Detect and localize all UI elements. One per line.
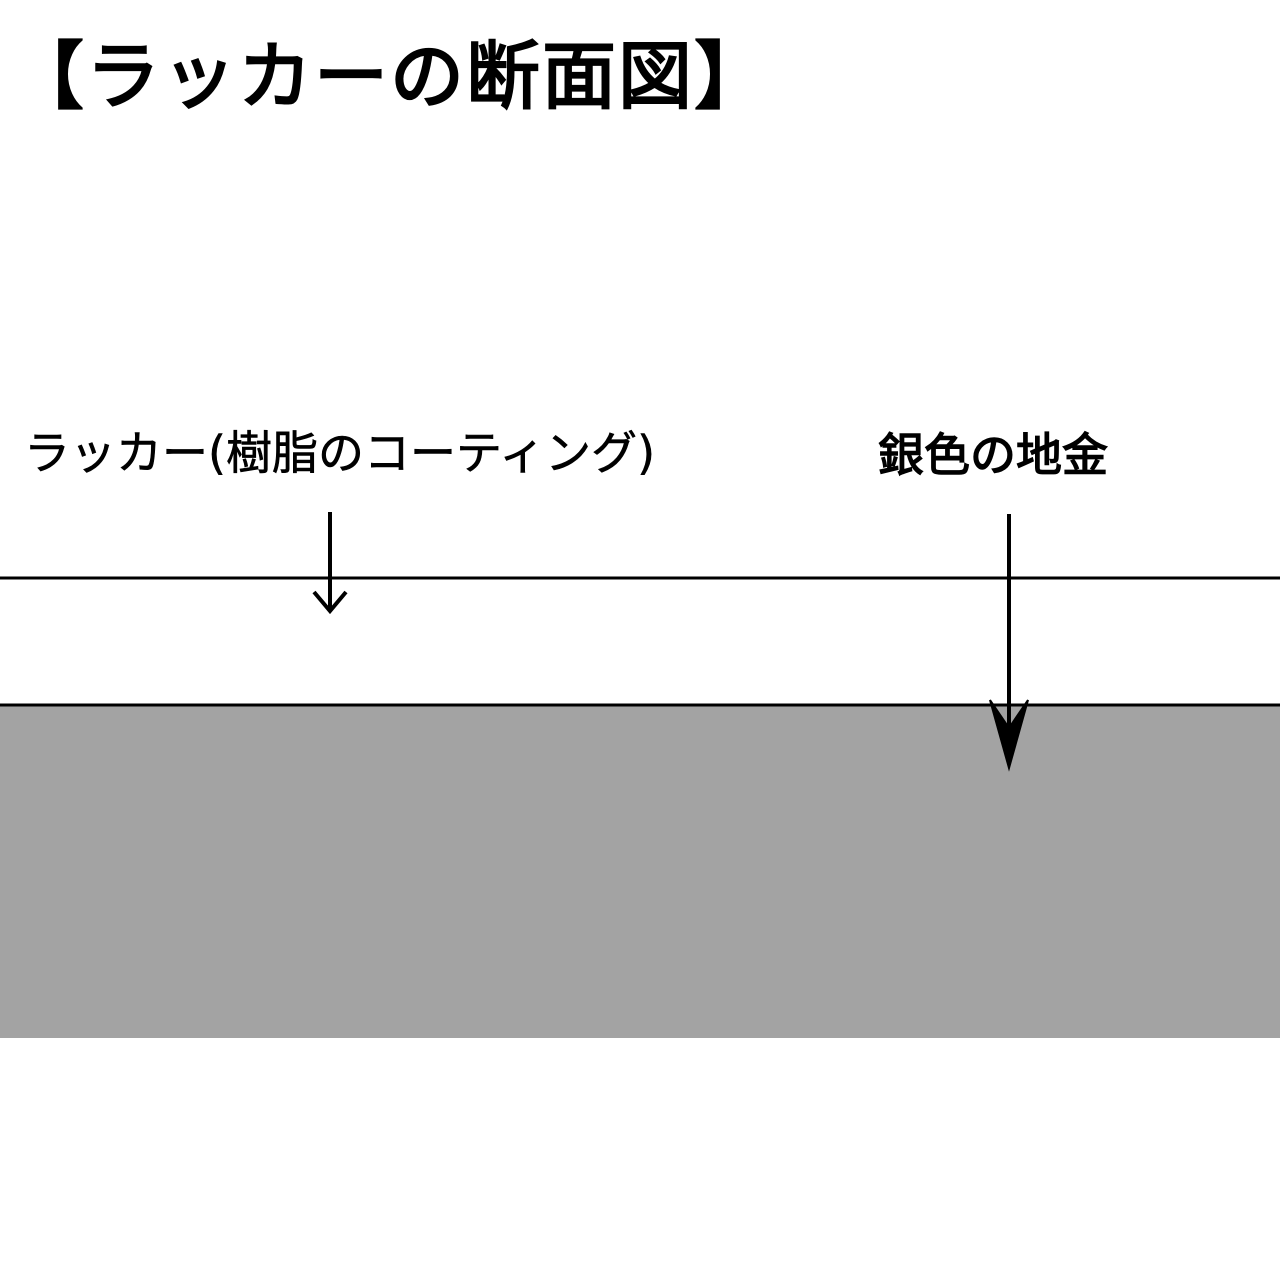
diagram-title: 【ラッカーの断面図】	[10, 34, 770, 120]
lacquer-label: ラッカー(樹脂のコーティング)	[24, 426, 656, 480]
silver-base-arrow	[989, 514, 1029, 772]
silver-base-layer	[0, 706, 1280, 1038]
silver-base-label: 銀色の地金	[878, 428, 1108, 482]
lacquer-arrow	[312, 512, 348, 615]
